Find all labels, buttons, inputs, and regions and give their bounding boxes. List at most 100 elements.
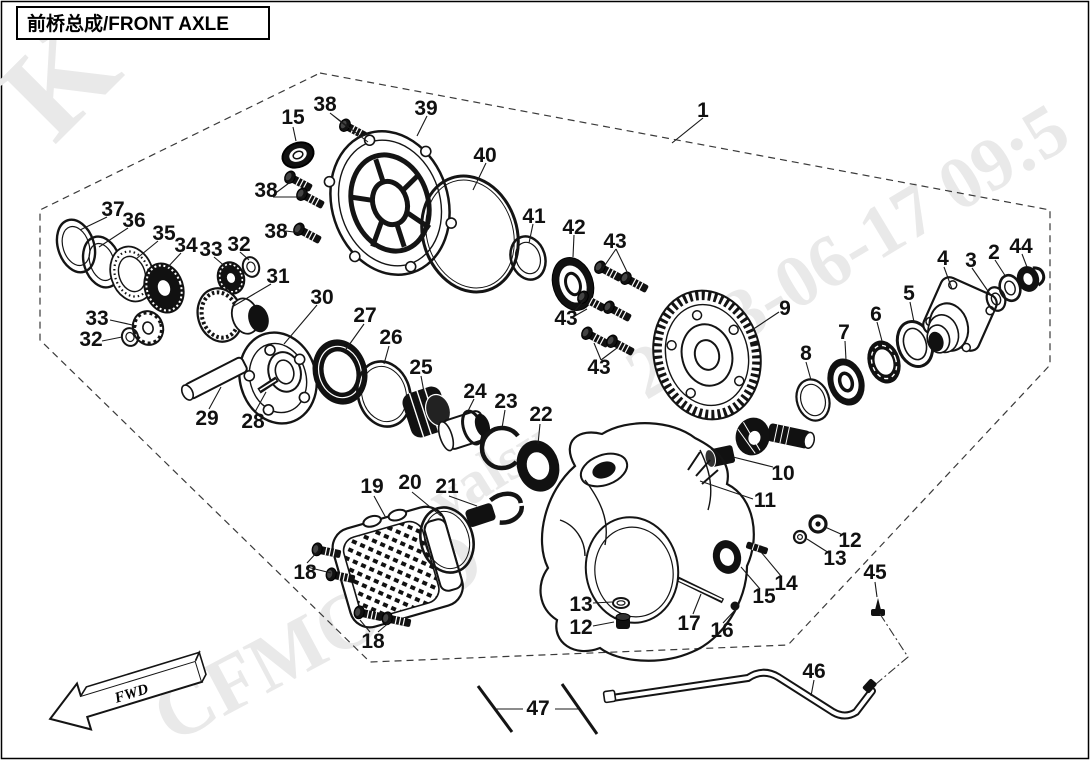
- part-callout-43: 43: [603, 230, 626, 253]
- part-callout-15: 15: [752, 585, 776, 608]
- part-callout-7: 7: [838, 321, 850, 344]
- part-callout-30: 30: [310, 286, 333, 309]
- part-25-boot: [402, 386, 452, 438]
- part-33-gear-upper: [216, 261, 246, 295]
- part-callout-46: 46: [802, 660, 825, 683]
- part-callout-18: 18: [293, 561, 317, 584]
- part-callout-3: 3: [965, 249, 977, 272]
- part-46-breather-hose: [602, 668, 877, 720]
- part-34-bevel-gear: [143, 262, 185, 314]
- page-title: 前桥总成/FRONT AXLE: [27, 12, 229, 35]
- part-21-fork: [465, 491, 524, 527]
- assembly-boundary: [39, 72, 1051, 663]
- part-callout-43: 43: [554, 307, 577, 330]
- fwd-arrow: FWD: [48, 650, 207, 731]
- part-callout-12: 12: [838, 529, 861, 552]
- part-6-ring: [867, 340, 901, 384]
- part-callout-1: 1: [697, 99, 709, 122]
- part-callout-27: 27: [353, 304, 376, 327]
- part-callout-10: 10: [771, 462, 794, 485]
- part-5-seal: [895, 320, 935, 368]
- part-callout-43: 43: [587, 356, 610, 379]
- part-callout-33: 33: [199, 238, 222, 261]
- part-callout-31: 31: [266, 265, 290, 288]
- part-22-ring: [516, 440, 560, 492]
- part-callout-17: 17: [677, 612, 700, 635]
- part-callout-38: 38: [254, 179, 278, 202]
- part-callout-38: 38: [264, 220, 288, 243]
- part-callout-13: 13: [823, 547, 846, 570]
- part-47-clamps: [476, 683, 599, 735]
- part-26-oring: [356, 360, 412, 428]
- part-44-nut: [1016, 266, 1046, 292]
- part-callout-18: 18: [361, 630, 385, 653]
- part-callout-4: 4: [937, 247, 949, 270]
- part-39-cover: [323, 130, 457, 276]
- part-callout-32: 32: [79, 328, 102, 351]
- part-24-sleeve: [437, 409, 491, 452]
- part-31-diff-carrier: [196, 287, 269, 343]
- part-9-ring-gear: [652, 289, 762, 421]
- part-callout-16: 16: [710, 619, 733, 642]
- part-7-bearing: [827, 358, 865, 406]
- part-45-breather-cap: [871, 598, 885, 616]
- part-28-pin: [257, 376, 279, 394]
- part-callout-41: 41: [522, 205, 546, 228]
- part-callout-34: 34: [174, 234, 198, 257]
- leader-lines: [79, 112, 1028, 710]
- part-callout-28: 28: [241, 410, 265, 433]
- part-callout-6: 6: [870, 303, 882, 326]
- part-callout-26: 26: [379, 326, 402, 349]
- part-pinion-shaft: [735, 417, 816, 456]
- part-callout-23: 23: [494, 390, 517, 413]
- part-callout-15: 15: [281, 106, 305, 129]
- part-15-seal: [281, 141, 315, 169]
- part-callout-45: 45: [863, 561, 887, 584]
- part-callout-40: 40: [473, 144, 496, 167]
- part-13-washer-left: [612, 597, 630, 609]
- part-callout-11: 11: [754, 489, 777, 512]
- part-16-ball: [730, 601, 740, 611]
- part-13-washer-right: [792, 529, 808, 545]
- part-callout-47: 47: [526, 697, 549, 720]
- part-8-ring: [795, 378, 831, 422]
- part-callout-21: 21: [435, 475, 459, 498]
- part-callout-8: 8: [800, 342, 812, 365]
- part-callout-5: 5: [903, 282, 915, 305]
- part-callout-36: 36: [122, 209, 145, 232]
- part-callout-33: 33: [85, 307, 108, 330]
- part-callout-20: 20: [398, 471, 421, 494]
- part-callout-2: 2: [988, 241, 1000, 264]
- part-callout-35: 35: [152, 222, 176, 245]
- part-callout-19: 19: [360, 475, 383, 498]
- part-14-stud: [745, 541, 769, 555]
- part-callout-9: 9: [779, 297, 791, 320]
- part-15-seal-right: [712, 540, 742, 574]
- part-callout-32: 32: [227, 233, 250, 256]
- part-29-shaft: [180, 356, 248, 401]
- part-callout-38: 38: [313, 93, 337, 116]
- part-32-washer-upper: [241, 256, 261, 278]
- part-41-ring: [509, 235, 547, 281]
- part-23-circlip: [479, 425, 520, 471]
- part-callout-29: 29: [195, 407, 218, 430]
- part-callout-42: 42: [562, 216, 585, 239]
- part-callout-22: 22: [529, 403, 552, 426]
- part-callout-44: 44: [1009, 235, 1033, 258]
- part-callout-25: 25: [409, 356, 433, 379]
- part-12-plug-left: [615, 613, 631, 629]
- part-17-rod: [676, 576, 725, 604]
- part-callout-14: 14: [774, 572, 798, 595]
- part-callout-24: 24: [463, 380, 487, 403]
- part-40-oring: [420, 174, 520, 294]
- part-27-seal: [312, 339, 368, 405]
- part-11-housing: [539, 422, 755, 662]
- part-12-cap-right: [808, 514, 828, 534]
- part-20-oring: [419, 506, 475, 574]
- part-19-actuator: [331, 505, 464, 629]
- part-32-washer-lower: [120, 327, 140, 347]
- part-callout-12: 12: [569, 616, 592, 639]
